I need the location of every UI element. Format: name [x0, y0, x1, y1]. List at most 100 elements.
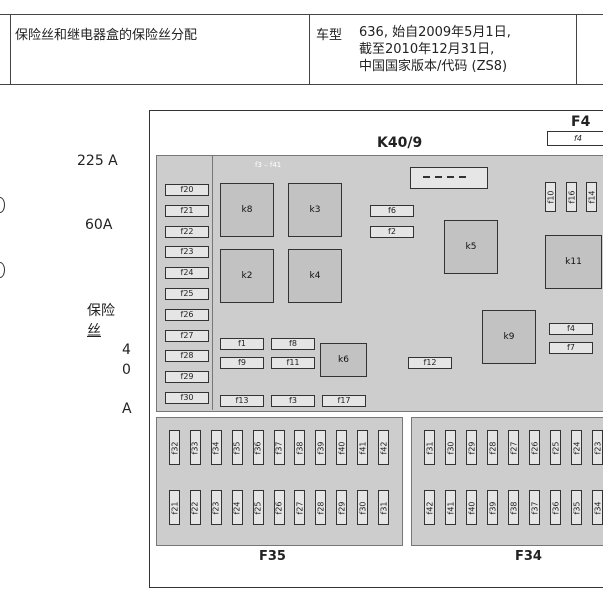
fuse-f34_top-3: f28 — [487, 430, 498, 465]
header-title: 保险丝和继电器盒的保险丝分配 — [15, 28, 198, 43]
fuse-f34_top-2: f29 — [466, 430, 477, 465]
fuse-left-3: f23 — [165, 246, 209, 259]
fuse-f3: f3 — [271, 395, 315, 407]
fuse-f34_bottom-7: f35 — [571, 490, 582, 525]
relay-k2: k2 — [220, 249, 274, 303]
fuse-f16: f16 — [566, 182, 577, 212]
fuse-f17: f17 — [322, 395, 366, 407]
range-label: f3 – f41 — [255, 161, 282, 169]
header-divider — [10, 15, 11, 84]
fuse-f35_bottom-4: f25 — [252, 490, 264, 525]
fuse-left-8: f28 — [165, 350, 209, 363]
fuse-left-0: f20 — [165, 184, 209, 196]
fuse-f14: f14 — [586, 182, 597, 212]
fuse-f35_top-3: f35 — [231, 430, 243, 465]
label-40a-1: 4 — [122, 342, 131, 358]
main-label: K40/9 — [377, 135, 423, 151]
connector — [410, 167, 488, 189]
edge-marker — [0, 197, 5, 213]
fuse-f6: f6 — [370, 205, 414, 217]
fuse-f35_bottom-6: f27 — [294, 490, 306, 525]
vehicle-label: 车型 — [316, 28, 343, 43]
fuse-f10: f10 — [545, 182, 556, 212]
fuse-f7: f7 — [549, 342, 593, 354]
fuse-f34_bottom-5: f37 — [529, 490, 540, 525]
fuse-f34_bottom-3: f39 — [487, 490, 498, 525]
fuse-left-1: f21 — [165, 204, 209, 217]
edge-marker — [0, 262, 5, 278]
fuse-f34_bottom-6: f36 — [550, 490, 561, 525]
fuse-left-4: f24 — [165, 267, 209, 280]
fuse-f13: f13 — [220, 395, 264, 407]
fuse-f35_bottom-3: f24 — [231, 490, 243, 525]
header-table: 保险丝和继电器盒的保险丝分配 车型 636, 始自2009年5月1日, 截至20… — [0, 14, 603, 85]
fuse-f2: f2 — [370, 226, 414, 238]
label-40a-2: 0 — [122, 362, 131, 378]
fuse-left-9: f29 — [165, 371, 209, 384]
fuse-f35_bottom-7: f28 — [315, 490, 327, 525]
fuse-f35_bottom-1: f22 — [189, 490, 201, 525]
fuse-f35_top-9: f41 — [357, 430, 369, 465]
label-225a: 225 A — [77, 153, 118, 169]
label-fuse-1: 保险 — [87, 303, 115, 319]
fuse-f34_top-1: f30 — [445, 430, 456, 465]
fuse-f34_bottom-2: f40 — [466, 490, 477, 525]
fuse-f12: f12 — [408, 357, 452, 369]
label-f34: F34 — [515, 549, 542, 564]
fuse-f35_bottom-5: f26 — [273, 490, 285, 525]
relay-k6: k6 — [320, 343, 367, 377]
fuse-f35_top-7: f39 — [315, 430, 327, 465]
fuse-f35_top-4: f36 — [252, 430, 264, 465]
relay-k5: k5 — [444, 220, 498, 274]
fuse-f34_top-0: f31 — [424, 430, 435, 465]
fuse-left-5: f25 — [165, 288, 209, 300]
fuse-f34_bottom-0: f42 — [424, 490, 435, 525]
fuse-f35_bottom-2: f23 — [210, 490, 222, 525]
fuse-f35_bottom-9: f30 — [357, 490, 369, 525]
fuse-f34_top-7: f24 — [571, 430, 582, 465]
fuse-left-6: f26 — [165, 308, 209, 321]
relay-k3: k3 — [288, 183, 342, 237]
fuse-f35_bottom-0: f21 — [169, 490, 180, 525]
fuse-f34_bottom-8: f34 — [592, 490, 603, 525]
fuse-left-10: f30 — [165, 392, 209, 404]
fuse-f34_top-8: f23 — [592, 430, 603, 465]
fuse-f34_bottom-4: f38 — [508, 490, 519, 525]
fuse-f8: f8 — [271, 338, 315, 350]
fuse-f4-small: f4 — [549, 323, 593, 335]
fuse-f35_top-2: f34 — [210, 430, 222, 465]
fuse-f35_top-8: f40 — [336, 430, 348, 465]
fuse-f9: f9 — [220, 357, 264, 369]
fuse-f35_top-1: f33 — [189, 430, 201, 465]
fuse-f35_top-10: f42 — [378, 430, 389, 465]
panel-divider — [212, 155, 213, 410]
label-40a-3: A — [122, 401, 132, 417]
relay-k8: k8 — [220, 183, 274, 237]
fuse-left-7: f27 — [165, 329, 209, 342]
label-fuse-2: 丝 — [87, 323, 101, 339]
f4-box: f4 — [547, 131, 603, 146]
fuse-f35_top-0: f32 — [169, 430, 180, 465]
fuse-f34_top-6: f25 — [550, 430, 561, 465]
vehicle-info: 636, 始自2009年5月1日, 截至2010年12月31日, 中国国家版本/… — [359, 24, 511, 75]
vehicle-line: 中国国家版本/代码 (ZS8) — [359, 59, 508, 74]
fuse-f35_top-5: f37 — [273, 430, 285, 465]
label-60a: 60A — [85, 217, 113, 233]
relay-k4: k4 — [288, 249, 342, 303]
fuse-f1: f1 — [220, 338, 264, 350]
relay-k9: k9 — [482, 310, 536, 364]
fuse-left-2: f22 — [165, 225, 209, 238]
vehicle-line: 截至2010年12月31日, — [359, 42, 495, 57]
fuse-f35_bottom-10: f31 — [378, 490, 389, 525]
fuse-f11: f11 — [271, 357, 315, 369]
fuse-f34_top-4: f27 — [508, 430, 519, 465]
fuse-f35_top-6: f38 — [294, 430, 306, 465]
fuse-f35_bottom-8: f29 — [336, 490, 348, 525]
header-divider — [309, 15, 310, 84]
vehicle-line: 636, 始自2009年5月1日, — [359, 25, 511, 40]
label-f35: F35 — [259, 549, 286, 564]
fuse-f34_top-5: f26 — [529, 430, 540, 465]
relay-k11: k11 — [545, 235, 602, 289]
header-divider — [576, 15, 577, 84]
fuse-f34_bottom-1: f41 — [445, 490, 456, 525]
